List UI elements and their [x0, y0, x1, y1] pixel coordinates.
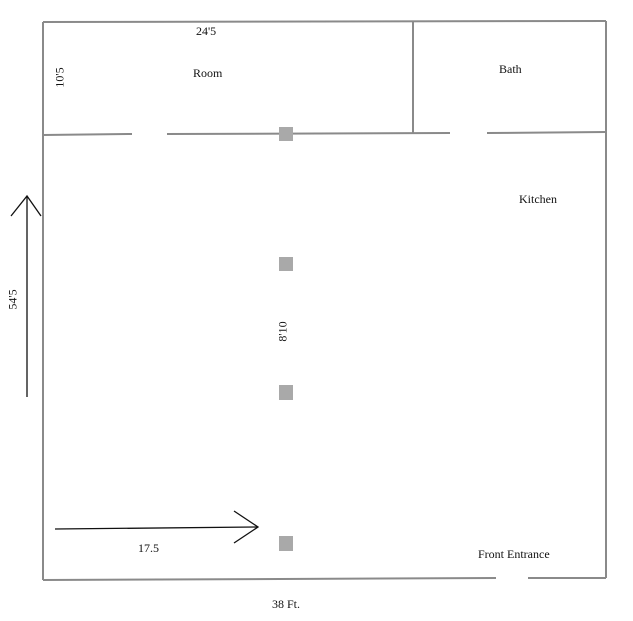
bath-wall-right: [486, 131, 607, 134]
distance-arrow-shaft: [54, 526, 259, 530]
column: [279, 385, 293, 400]
distance-arrow-head: [233, 510, 260, 544]
arrow-distance-label: 17.5: [138, 541, 159, 555]
column: [279, 536, 293, 551]
total-width-label: 38 Ft.: [272, 597, 301, 611]
kitchen-label: Kitchen: [519, 192, 557, 206]
column-spacing-label: 8'10: [275, 321, 290, 342]
top-wall: [42, 20, 607, 23]
room-depth-label: 10'5: [52, 67, 67, 88]
bath-label: Bath: [499, 62, 522, 76]
front-entrance-label: Front Entrance: [478, 547, 550, 561]
room-width-label: 24'5: [196, 24, 217, 38]
room-wall-left: [42, 133, 133, 136]
column: [279, 127, 293, 141]
bottom-wall-left: [42, 577, 497, 581]
length-arrow-head: [10, 194, 42, 217]
room-label: Room: [193, 66, 223, 80]
room-wall-middle: [166, 132, 451, 135]
column: [279, 257, 293, 271]
total-length-label: 54'5: [5, 289, 20, 310]
